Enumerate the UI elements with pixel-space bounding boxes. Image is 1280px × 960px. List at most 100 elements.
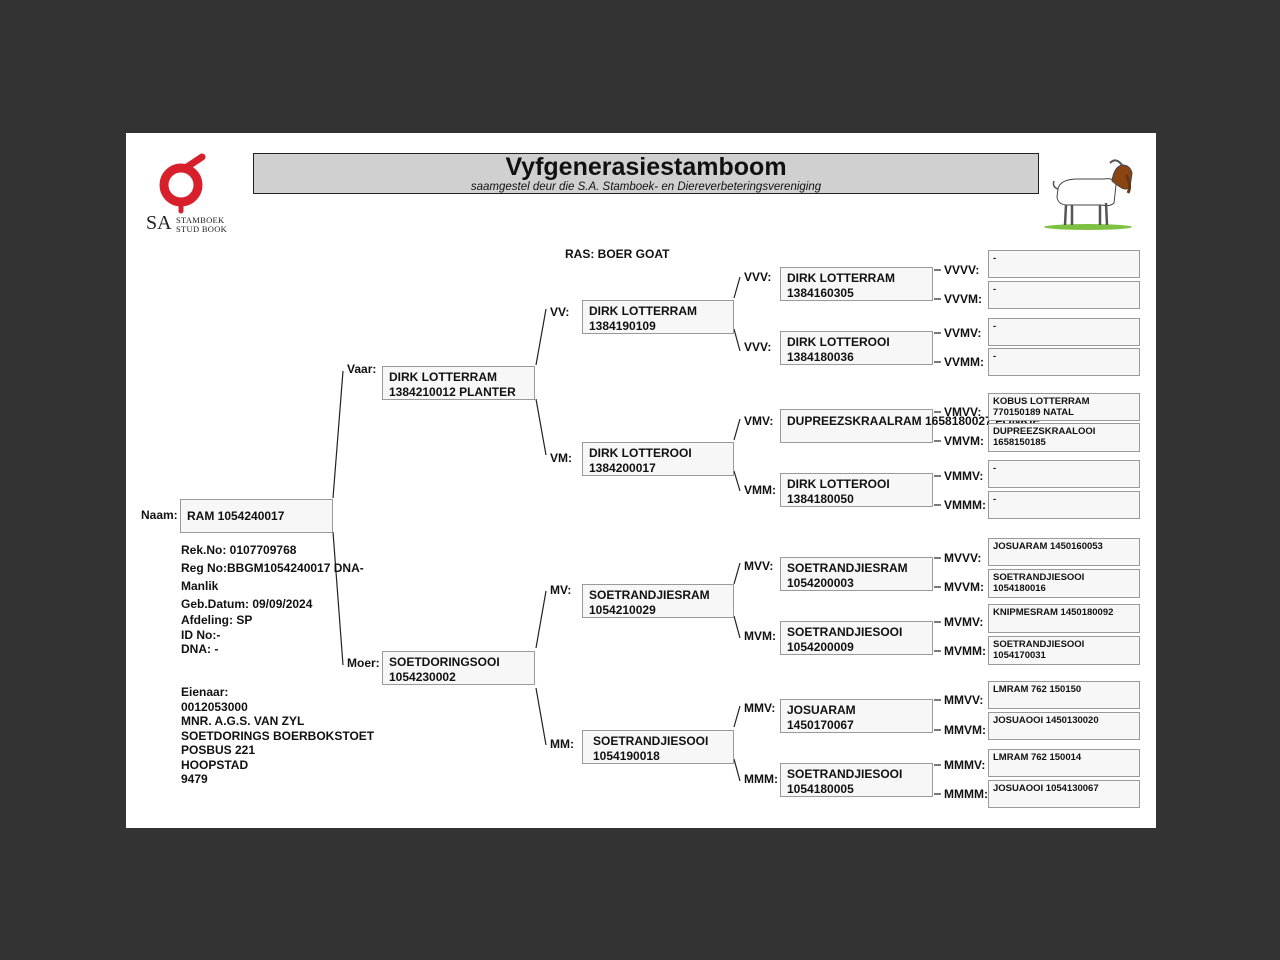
gen4-mvvm-name: SOETRANDJIESOOI <box>993 572 1085 583</box>
gen4-mmvm-box[interactable]: JOSUAOOI 1450130020 <box>988 712 1140 740</box>
gen4-vmmm-name: - <box>993 494 997 505</box>
gen2-mv-name: SOETRANDJIESRAM <box>589 588 710 602</box>
gen3-mvm-label: MVM: <box>744 629 776 643</box>
owner-label: Eienaar: <box>181 685 229 699</box>
gen4-mmmv-label: MMMV: <box>944 758 986 772</box>
gen4-vmmm-label: VMMM: <box>944 498 986 512</box>
gen4-mmvm-label: MMVM: <box>944 723 986 737</box>
gen4-vmvv-number: 770150189 NATAL <box>993 407 1074 418</box>
detail-id-no: ID No:- <box>181 627 221 642</box>
detail-dna: DNA: - <box>181 642 219 656</box>
gen2-mv-box[interactable]: SOETRANDJIESRAM 1054210029 <box>582 584 734 618</box>
gen2-vv-box[interactable]: DIRK LOTTERRAM 1384190109 <box>582 300 734 334</box>
gen4-mmmv-box[interactable]: LMRAM 762 150014 <box>988 749 1140 777</box>
gen2-mm-name: SOETRANDJIESOOI <box>593 734 709 748</box>
boer-goat-illustration <box>1044 159 1133 230</box>
gen3-mvv-box[interactable]: SOETRANDJIESRAM 1054200003 <box>780 557 933 591</box>
sire-label: Vaar: <box>347 362 377 376</box>
detail-reg-no: Reg No:BBGM1054240017 DNA- <box>181 561 364 575</box>
gen4-mvmv-box[interactable]: KNIPMESRAM 1450180092 <box>988 604 1140 633</box>
gen2-mm-box[interactable]: SOETRANDJIESOOI 1054190018 <box>582 730 734 764</box>
gen4-mvvm-box[interactable]: SOETRANDJIESOOI 1054180016 <box>988 569 1140 598</box>
detail-section: Afdeling: SP <box>181 613 253 627</box>
gen4-vvmv-name: - <box>993 321 997 332</box>
gen3-vmm-box[interactable]: DIRK LOTTEROOI 1384180050 <box>780 473 933 507</box>
gen4-mvmm-label: MVMM: <box>944 644 986 658</box>
gen3-mvv-number: 1054200003 <box>787 576 854 590</box>
gen3-mmv-label: MMV: <box>744 701 776 715</box>
sire-number: 1384210012 PLANTER <box>389 385 516 399</box>
gen3-mvm-box[interactable]: SOETRANDJIESOOI 1054200009 <box>780 621 933 655</box>
gen3-vvv-number: 1384160305 <box>787 286 854 300</box>
sire-box[interactable]: DIRK LOTTERRAM 1384210012 PLANTER <box>382 366 535 400</box>
gen2-vm-number: 1384200017 <box>589 461 656 475</box>
logo-stamboek-text: STAMBOEK <box>176 215 225 225</box>
gen4-vmvm-name: DUPREEZSKRAALOOI <box>993 426 1096 437</box>
gen4-mmmv-name: LMRAM 762 150014 <box>993 752 1082 763</box>
gen2-vm-box[interactable]: DIRK LOTTEROOI 1384200017 <box>582 442 734 476</box>
gen4-mmvv-box[interactable]: LMRAM 762 150150 <box>988 681 1140 709</box>
gen3-vvv-box[interactable]: DIRK LOTTERRAM 1384160305 <box>780 267 933 301</box>
owner-town: HOOPSTAD <box>181 757 249 772</box>
gen3-mmm-name: SOETRANDJIESOOI <box>787 767 903 781</box>
gen3-vvv-label: VVV: <box>744 270 772 284</box>
subject-name-box[interactable]: RAM 1054240017 <box>180 499 333 533</box>
gen4-vmvm-box[interactable]: DUPREEZSKRAALOOI 1658150185 <box>988 423 1140 452</box>
gen4-mvmm-box[interactable]: SOETRANDJIESOOI 1054170031 <box>988 636 1140 665</box>
detail-rek-no: Rek.No: 0107709768 <box>181 543 297 557</box>
gen4-vmvm-number: 1658150185 <box>993 437 1046 448</box>
gen4-vvmv-box[interactable]: - <box>988 318 1140 346</box>
dam-box[interactable]: SOETDORINGSOOI 1054230002 <box>382 651 535 685</box>
gen4-vvmm-box[interactable]: - <box>988 348 1140 376</box>
gen3-vmm-number: 1384180050 <box>787 492 854 506</box>
dam-name: SOETDORINGSOOI <box>389 655 500 669</box>
gen4-vmmv-box[interactable]: - <box>988 460 1140 488</box>
gen4-vmvm-label: VMVM: <box>944 434 984 448</box>
gen3-mmm-number: 1054180005 <box>787 782 854 796</box>
gen4-vmmv-label: VMMV: <box>944 469 984 483</box>
gen2-mm-number: 1054190018 <box>593 749 660 763</box>
breed-label: RAS: BOER GOAT <box>565 247 670 261</box>
owner-number: 0012053000 <box>181 699 248 714</box>
gen3-vmm-name: DIRK LOTTEROOI <box>787 477 890 491</box>
gen3-vvm-number: 1384180036 <box>787 350 854 364</box>
dam-label: Moer: <box>347 656 380 670</box>
logo-sa-text: SA <box>146 212 172 234</box>
gen3-vvm-box[interactable]: DIRK LOTTEROOI 1384180036 <box>780 331 933 365</box>
gen3-mmm-box[interactable]: SOETRANDJIESOOI 1054180005 <box>780 763 933 797</box>
gen2-vm-name: DIRK LOTTEROOI <box>589 446 692 460</box>
document-title: Vyfgenerasiestamboom <box>505 153 787 181</box>
gen3-mvm-number: 1054200009 <box>787 640 854 654</box>
gen4-mvvv-name: JOSUARAM 1450160053 <box>993 541 1103 552</box>
gen3-mvm-name: SOETRANDJIESOOI <box>787 625 903 639</box>
gen4-mmvv-label: MMVV: <box>944 693 984 707</box>
logo-studbook-text: STUD BOOK <box>176 224 228 234</box>
gen4-vmmm-box[interactable]: - <box>988 491 1140 519</box>
gen4-mvmv-label: MVMV: <box>944 615 984 629</box>
gen3-vvm-label: VVV: <box>744 340 772 354</box>
gen4-vmvv-box[interactable]: KOBUS LOTTERRAM 770150189 NATAL <box>988 393 1140 421</box>
detail-birth-date: Geb.Datum: 09/09/2024 <box>181 597 313 611</box>
gen3-mmv-box[interactable]: JOSUARAM 1450170067 <box>780 699 933 733</box>
gen3-vmv-label: VMV: <box>744 414 774 428</box>
pedigree-document: SA STAMBOEK STUD BOOK Vyfgenerasiestambo… <box>126 133 1156 828</box>
gen4-mvvv-box[interactable]: JOSUARAM 1450160053 <box>988 538 1140 566</box>
gen4-mvvv-label: MVVV: <box>944 551 982 565</box>
gen3-mvv-name: SOETRANDJIESRAM <box>787 561 908 575</box>
gen2-vv-label: VV: <box>550 305 570 319</box>
gen4-vvvm-label: VVVM: <box>944 292 983 306</box>
gen4-vvvm-box[interactable]: - <box>988 281 1140 309</box>
detail-sex: Manlik <box>181 579 219 593</box>
gen4-vvmm-label: VVMM: <box>944 355 984 369</box>
owner-details: Eienaar: 0012053000 MNR. A.G.S. VAN ZYL … <box>181 685 374 787</box>
gen2-vv-number: 1384190109 <box>589 319 656 333</box>
gen4-mmmm-box[interactable]: JOSUAOOI 1054130067 <box>988 780 1140 808</box>
subject-name: RAM 1054240017 <box>187 509 285 523</box>
owner-stud: SOETDORINGS BOERBOKSTOET <box>181 728 375 743</box>
pedigree-connector-lines <box>332 269 941 795</box>
gen3-vmv-box[interactable]: DUPREEZSKRAALRAM 1658180027 FONKIE <box>780 409 1041 443</box>
gen4-vvvv-box[interactable]: - <box>988 250 1140 278</box>
gen3-vmv-name: DUPREEZSKRAALRAM 1658180027 FONKIE <box>787 414 1041 428</box>
gen4-vmvv-label: VMVV: <box>944 405 982 419</box>
gen3-mmm-label: MMM: <box>744 772 778 786</box>
